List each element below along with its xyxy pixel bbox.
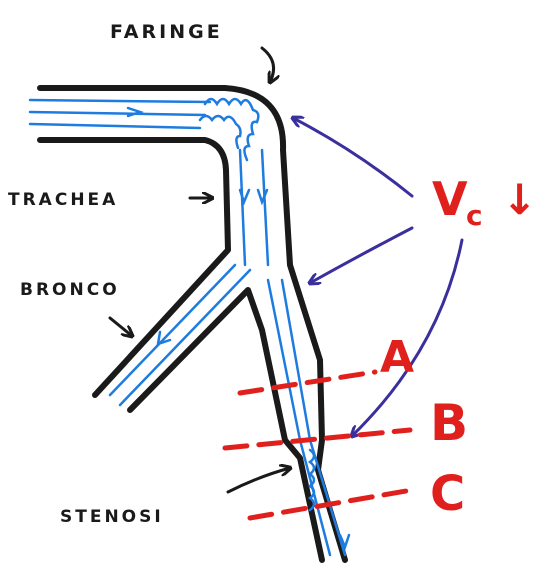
upper-inner-wall	[40, 140, 228, 395]
label-vc-subscript: c	[466, 199, 483, 232]
bronco-arrow	[110, 318, 132, 336]
label-b: B	[430, 394, 468, 452]
outer-wall	[40, 88, 345, 560]
label-stenosi: STENOSI	[60, 507, 164, 527]
faringe-arrow	[262, 48, 274, 82]
label-a: A	[380, 332, 414, 383]
vc-arrow-bend	[293, 118, 412, 196]
flow-bronco-2	[120, 270, 250, 405]
level-line-a	[240, 372, 375, 393]
label-trachea: TRACHEA	[8, 190, 118, 210]
label-vc: V	[432, 172, 468, 226]
label-c: C	[430, 466, 465, 522]
label-bronco: BRONCO	[20, 280, 120, 300]
flow-bronco-1	[110, 265, 235, 395]
air-flow	[30, 99, 349, 555]
flow-down-trachea	[240, 150, 245, 265]
inflow-line-3	[30, 124, 200, 128]
label-vc-down-arrow: ↓	[502, 175, 537, 224]
flow-turbulence	[205, 99, 258, 160]
airway-walls	[40, 88, 345, 560]
label-faringe: FARINGE	[110, 21, 223, 43]
flow-down-trachea-2	[262, 150, 268, 265]
vc-arrow-trachea	[310, 228, 412, 283]
level-line-b	[225, 430, 410, 448]
inflow-line-1	[30, 100, 210, 102]
stenosi-arrow	[228, 468, 290, 492]
inflow-line-2	[30, 112, 205, 115]
